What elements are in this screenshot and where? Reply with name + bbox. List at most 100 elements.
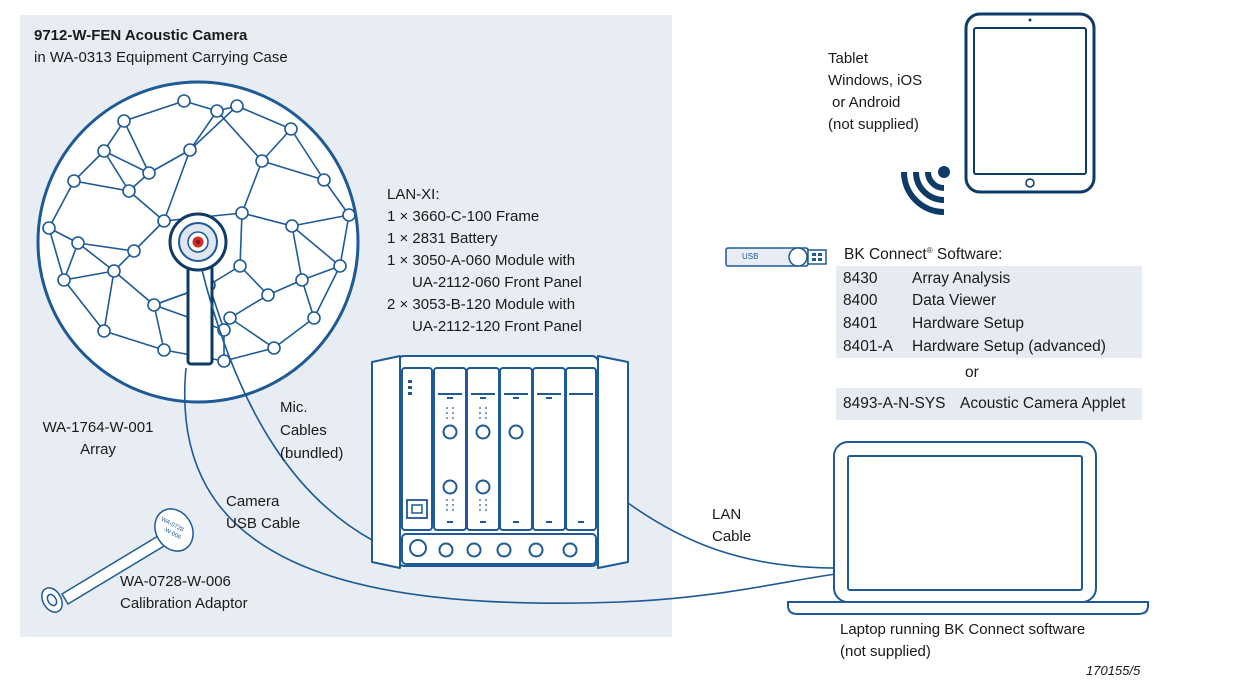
mesh-link: [261, 160, 325, 181]
laptop: [787, 441, 1149, 615]
microphone-node: [267, 341, 281, 355]
microphone-node: [317, 173, 331, 187]
mesh-link: [223, 347, 275, 362]
mesh-link: [189, 110, 218, 151]
microphone-node: [57, 273, 71, 287]
usb-cable-label: Camera USB Cable: [226, 493, 301, 532]
module-led: [479, 509, 481, 511]
usb-stick-text: USB: [742, 252, 759, 261]
module-led: [452, 412, 454, 414]
software-heading: BK Connect® Software:: [844, 246, 1003, 264]
microphone-node: [295, 273, 309, 287]
mesh-link: [216, 110, 263, 162]
mesh-link: [123, 120, 150, 174]
microphone-node: [42, 221, 56, 235]
module-led: [446, 504, 448, 506]
mesh-link: [63, 270, 115, 281]
module-led: [452, 504, 454, 506]
module-led: [446, 499, 448, 501]
lan-cable-label: LAN Cable: [712, 506, 752, 545]
module-led: [485, 499, 487, 501]
mesh-link: [241, 212, 293, 227]
mesh-link: [73, 180, 130, 192]
microphone-node: [210, 104, 224, 118]
mesh-link: [48, 227, 65, 281]
mesh-link: [63, 279, 105, 332]
module-led: [452, 499, 454, 501]
mesh-link: [77, 242, 115, 272]
mesh-link: [103, 150, 150, 174]
applet-panel: [836, 388, 1142, 420]
microphone-node: [342, 208, 356, 222]
module-slot-2: [466, 367, 500, 531]
microphone-node: [233, 259, 247, 273]
mesh-link: [103, 150, 130, 192]
microphone-node: [157, 343, 171, 357]
module-led: [479, 499, 481, 501]
module-connector: [442, 424, 458, 440]
module-led: [485, 509, 487, 511]
microphone-node: [230, 99, 244, 113]
microphone-node: [67, 174, 81, 188]
mesh-link: [48, 180, 75, 229]
microphone-node: [117, 114, 131, 128]
microphone-node: [71, 236, 85, 250]
microphone-node: [307, 311, 321, 325]
module-led: [452, 417, 454, 419]
battery-module: [401, 367, 433, 531]
tablet-label: Tablet Windows, iOS or Android (not supp…: [828, 50, 923, 133]
calibration-adaptor: WA-0728 -W-006: [41, 508, 194, 613]
module-led: [485, 417, 487, 419]
microphone-node: [127, 244, 141, 258]
mesh-link: [313, 265, 341, 319]
module-led: [452, 407, 454, 409]
module-led: [485, 412, 487, 414]
microphone-node: [177, 94, 191, 108]
mesh-link: [229, 294, 269, 319]
mesh-link: [261, 128, 292, 162]
tablet: [964, 12, 1096, 194]
mesh-link: [291, 214, 350, 227]
mesh-link: [291, 225, 303, 281]
microphone-node: [107, 264, 121, 278]
microphone-node: [333, 259, 347, 273]
frame-port: [496, 542, 512, 558]
figure-id: 170155/5: [1086, 663, 1141, 678]
lan-cable: [627, 502, 837, 569]
frame-port: [528, 542, 544, 558]
usb-stick-icon: [725, 247, 827, 267]
frame-port: [438, 542, 454, 558]
mesh-link: [123, 100, 185, 122]
mesh-link: [113, 270, 155, 306]
frame-port: [466, 542, 482, 558]
microphone-node: [157, 214, 171, 228]
microphone-node: [255, 154, 269, 168]
microphone-node: [97, 144, 111, 158]
microphone-node: [97, 324, 111, 338]
mesh-link: [273, 317, 315, 349]
mesh-link: [236, 105, 292, 130]
wireless-icon: [901, 166, 950, 215]
module-led: [446, 509, 448, 511]
array-label: WA-1764-W-001 Array: [42, 419, 154, 458]
module-led: [446, 407, 448, 409]
mesh-link: [290, 128, 325, 181]
mesh-link: [163, 149, 191, 222]
laptop-label: Laptop running BK Connect software (not …: [840, 621, 1086, 660]
module-led: [485, 407, 487, 409]
mesh-link: [339, 214, 350, 267]
lanxi-heading: LAN-XI:: [387, 186, 440, 203]
module-led: [479, 412, 481, 414]
mesh-link: [73, 150, 105, 182]
mesh-link: [291, 225, 341, 267]
lanxi-frame: [371, 355, 629, 569]
frame-port: [562, 542, 578, 558]
module-slot-1: [433, 367, 467, 531]
camera-title: 9712-W-FEN Acoustic Camera: [34, 27, 248, 44]
microphone-node: [223, 311, 237, 325]
mesh-link: [103, 330, 165, 351]
microphone-node: [235, 206, 249, 220]
camera-subtitle: in WA-0313 Equipment Carrying Case: [34, 49, 288, 66]
mic-cables-label: Mic. Cables (bundled): [280, 399, 344, 462]
